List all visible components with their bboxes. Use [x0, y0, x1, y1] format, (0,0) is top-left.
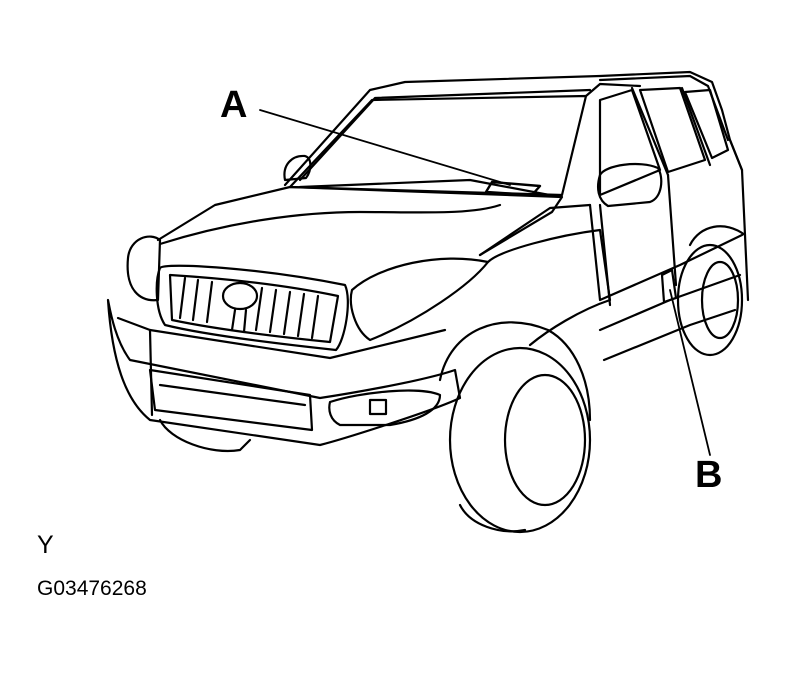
callout-label-b: B [695, 454, 723, 496]
hood-crease [158, 203, 502, 246]
left-mirror [283, 154, 312, 182]
callout-b-leader [669, 289, 711, 456]
left-headlight [126, 235, 162, 302]
front-wheel-outer [448, 346, 592, 534]
hood-side [478, 203, 592, 257]
grille-inner [168, 273, 340, 344]
grille-surround [155, 264, 349, 352]
roof-inner-line [298, 88, 592, 182]
vin-plate-a [484, 180, 542, 197]
body-side-lower [598, 273, 742, 332]
grille-emblem [221, 281, 259, 311]
windshield [288, 94, 588, 197]
b-pillar [630, 86, 670, 177]
fog-light-bulb [368, 398, 388, 416]
fog-light [328, 389, 442, 427]
front-wheel-arch [438, 321, 592, 422]
front-wheel-inner [503, 373, 587, 507]
quarter-window [683, 88, 730, 160]
bumper-top-line [116, 316, 447, 360]
callout-a-leader [259, 109, 511, 186]
view-letter: Y [37, 531, 54, 559]
rear-door-window [638, 86, 707, 174]
rear-wheel-outer [676, 243, 744, 357]
right-headlight [349, 257, 490, 342]
c-pillar [680, 86, 712, 167]
emblem-post [230, 308, 248, 334]
a-pillar [584, 82, 642, 98]
hood-front-edge [156, 185, 564, 257]
front-door-window [598, 88, 662, 197]
door-label-plate [660, 268, 678, 304]
front-fender [486, 228, 612, 347]
door-line-rear [666, 173, 678, 287]
grille-bars [178, 276, 320, 340]
roof-outline [283, 70, 744, 187]
bumper-guard [148, 368, 314, 432]
left-front-tire [158, 418, 252, 453]
rear-body-end [728, 138, 747, 237]
right-mirror [597, 162, 663, 208]
door-line-front [598, 203, 612, 307]
body-side-upper [588, 203, 744, 302]
windshield-wiper [298, 178, 562, 199]
callout-label-a: A [220, 84, 248, 126]
rear-wheel-inner [700, 260, 740, 340]
bumper-guard-inner [158, 383, 307, 407]
front-tire-ground [458, 503, 527, 533]
figure-code: G03476268 [37, 577, 147, 600]
rocker-panel [602, 308, 737, 362]
